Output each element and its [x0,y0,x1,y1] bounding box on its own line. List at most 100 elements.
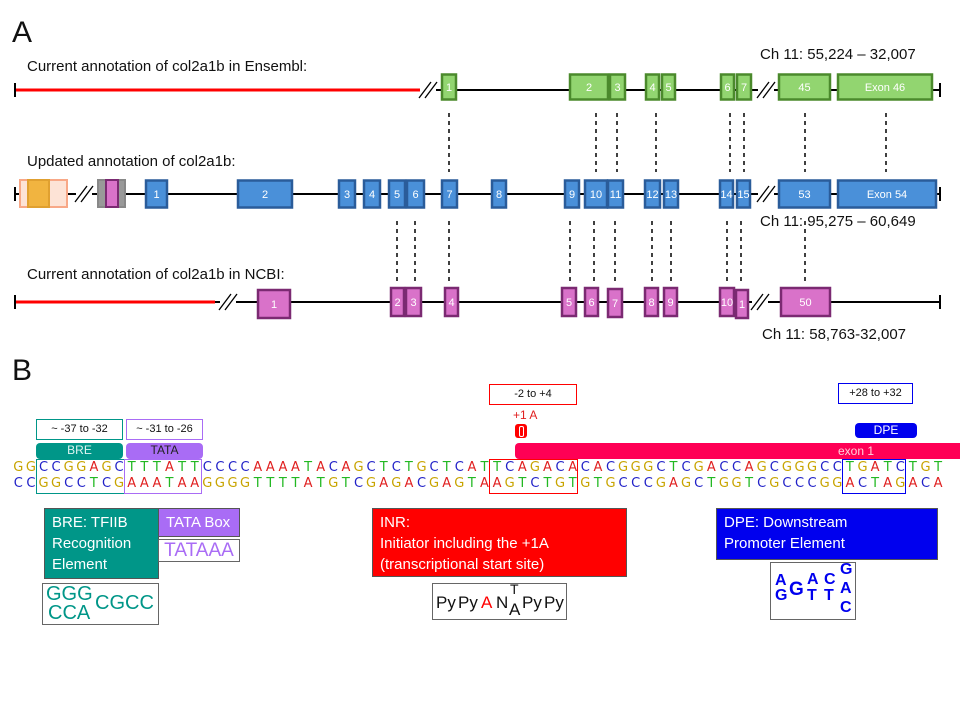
nucleotide: G [366,476,377,491]
nucleotide: G [240,476,251,491]
nucleotide: G [391,476,402,491]
ensembl-coords: Ch 11: 55,224 – 32,007 [760,46,916,63]
ncbi-exon [583,286,600,318]
dpe-motif-letter: G [789,579,804,600]
nucleotide: G [769,476,780,491]
ensembl-exon-label: 7 [741,82,747,94]
nucleotide: T [745,476,754,491]
tata-pill: TATA [126,443,203,459]
ncbi-exon [643,286,660,318]
nucleotide: A [89,460,99,475]
ncbi-exon-label: 10 [721,297,733,309]
nucleotide: T [304,460,313,475]
ensembl-exon-label: 45 [798,82,810,94]
nucleotide: C [769,460,779,475]
bre-card-line: BRE: TFIIB [52,514,128,531]
dpe-motif-letter: A [807,571,819,588]
ncbi-exon [734,288,750,320]
nucleotide: G [618,460,629,475]
nucleotide: C [366,460,376,475]
nucleotide: C [694,476,704,491]
nucleotide: C [416,476,427,491]
dpe-pill: DPE [855,423,917,438]
nucleotide: C [64,476,74,491]
nucleotide: T [178,460,187,475]
nucleotide: C [857,476,868,491]
updated-exon-label: 5 [394,189,400,201]
updated-exon [735,179,752,209]
nucleotide: A [933,476,943,491]
nucleotide: A [593,460,603,475]
nucleotide: G [718,476,729,491]
bre-sequence-box [36,459,125,494]
updated-break-gap [76,188,92,200]
bre-card-line: Recognition [52,535,132,552]
nucleotide: A [404,476,414,491]
ensembl-break-mark [424,81,438,99]
nucleotide: A [883,476,893,491]
tata-card: TATA Box [158,508,240,537]
exon-1-bar: exon 1 [515,443,960,459]
ncbi-label: Current annotation of col2a1b in NCBI: [27,266,285,283]
inr-motif-n: N [496,593,509,612]
nucleotide: A [744,460,754,475]
ncbi-exon [560,286,578,318]
updated-exon [563,179,581,209]
ensembl-exon [660,73,677,101]
updated-exon [643,179,662,209]
ncbi-break-mark [756,293,770,311]
nucleotide: G [807,460,818,475]
ensembl-exon-label: 1 [446,82,452,94]
nucleotide: G [25,460,36,475]
nucleotide: A [845,476,855,491]
nucleotide: G [38,476,49,491]
nucleotide: C [530,476,540,491]
nucleotide: T [316,476,325,491]
ensembl-exon [836,73,934,101]
inr-motif-py: Py [522,593,542,612]
nucleotide: C [76,476,86,491]
ensembl-break-gap [758,84,774,96]
inr-card: INR: Initiator including the +1A (transc… [372,508,627,577]
nucleotide: G [794,460,805,475]
nucleotide: A [303,476,313,491]
updated-exon-label: 7 [446,189,452,201]
bre-motif-logo: GGG CCA CGCC [42,583,159,625]
nucleotide: G [819,476,830,491]
tata-range-label: ~ -31 to -26 [126,419,203,440]
ncbi-exon-label: 6 [588,297,594,309]
nucleotide: T [883,460,892,475]
nucleotide: G [681,476,692,491]
ncbi-break-mark [750,293,764,311]
ncbi-exon [443,286,460,318]
updated-exon [337,179,357,209]
updated-exon-label: 2 [262,189,268,201]
inr-card-line: (transcriptional start site) [380,556,545,573]
nucleotide: T [467,476,476,491]
inr-motif-a-bottom: A [509,600,521,619]
ncbi-coords: Ch 11: 58,763-32,007 [762,326,907,343]
nucleotide: G [504,476,515,491]
nucleotide: T [669,460,678,475]
updated-break-mark [756,185,770,203]
ncbi-exon-label: 2 [394,297,400,309]
nucleotide: G [76,460,87,475]
inr-card-line: INR: [380,514,410,531]
nucleotide: A [291,460,300,475]
bre-pill: BRE [36,443,123,459]
nucleotide: C [454,460,464,475]
nucleotide: C [631,476,641,491]
nucleotide: T [89,476,98,491]
nucleotide: T [707,476,716,491]
nucleotide: T [291,476,300,491]
nucleotide: G [693,460,704,475]
nucleotide: T [253,476,262,491]
nucleotide: C [328,460,338,475]
ncbi-break-mark [224,293,238,311]
nucleotide: C [240,460,250,475]
updated-exon [440,179,459,209]
nucleotide: T [266,476,275,491]
exon-1-label: exon 1 [838,444,875,458]
nucleotide: G [328,476,339,491]
